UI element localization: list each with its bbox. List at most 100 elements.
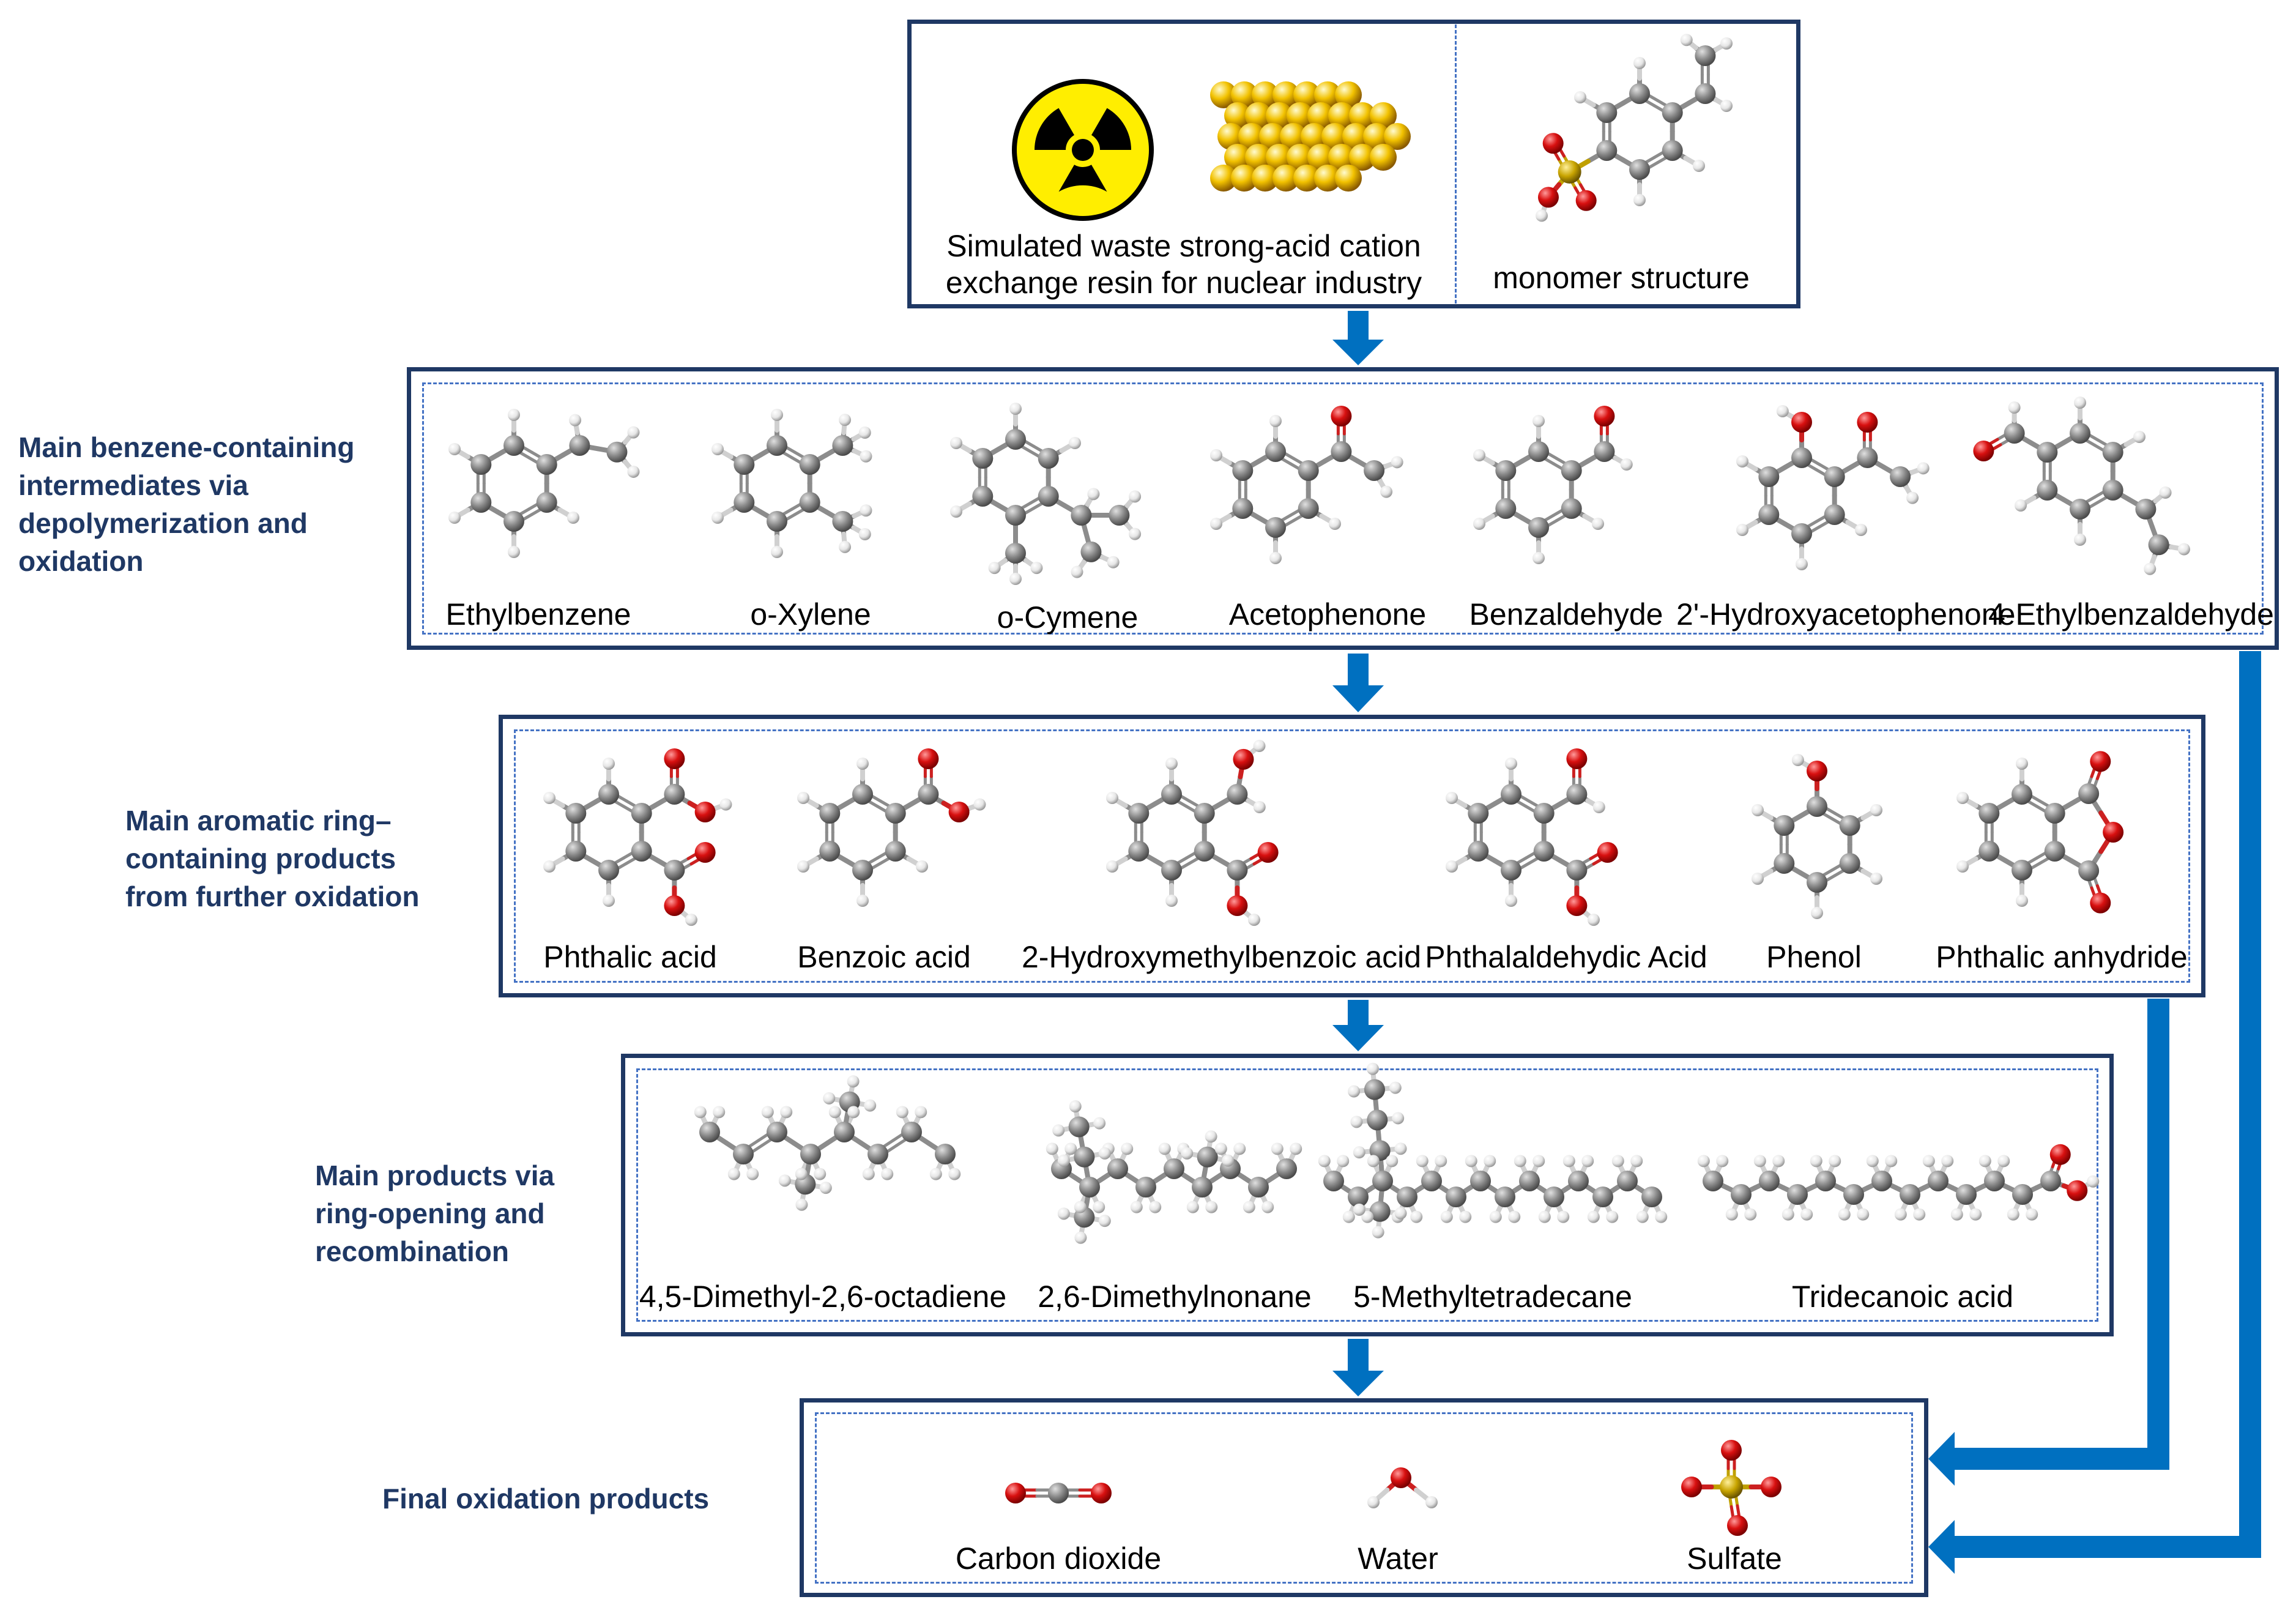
hydrogen-atom (2074, 397, 2086, 409)
hydrogen-atom (1581, 1155, 1594, 1168)
resin-bead (1252, 81, 1279, 108)
phthalaldehydic-acid-molecule (1446, 748, 1618, 926)
resin-bead (1287, 144, 1313, 171)
resin-bead (1231, 165, 1258, 192)
resin-bead (1259, 123, 1286, 150)
hydrogen-atom (814, 1168, 827, 1180)
hydrogen-atom (1473, 449, 1486, 461)
acetophenone-molecule (1210, 406, 1403, 564)
carbon-atom (1978, 841, 2000, 862)
stage1-molecule-label: o-Cymene (997, 600, 1139, 635)
hydrogen-atom (713, 1106, 726, 1119)
carbon-atom (536, 492, 557, 513)
hydrogen-atom (1446, 792, 1458, 804)
hydrogen-atom (1046, 1142, 1058, 1155)
hydrogen-atom (1269, 552, 1282, 564)
oxygen-atom (1566, 895, 1588, 916)
carbon-atom (1695, 45, 1716, 66)
phenol-molecule (1752, 754, 1882, 919)
hydrogen-atom (847, 1075, 860, 1088)
resin-bead (1314, 165, 1341, 192)
carbon-atom (2040, 1171, 2061, 1191)
hydrogen-atom (1391, 456, 1403, 469)
hydrogen-atom (1636, 1210, 1649, 1223)
hydrogen-atom (1870, 873, 1882, 885)
hydrogen-atom (1611, 1155, 1624, 1168)
hydrogen-atom (1210, 449, 1223, 461)
hydrogen-atom (1030, 562, 1043, 575)
hydrogen-atom (694, 1106, 707, 1119)
hydrogen-atom (1353, 1203, 1365, 1216)
hydrogen-atom (1591, 518, 1604, 530)
hydrogen-atom (1533, 415, 1545, 427)
stage3-molecule-label: 4,5-Dimethyl-2,6-octadiene (639, 1280, 1007, 1314)
carbon-atom (1470, 1171, 1491, 1191)
stage2-molecule-label: Phenol (1766, 940, 1862, 974)
resin-bead (1307, 144, 1334, 171)
hydrogen-atom (858, 528, 871, 540)
stage2-inner (514, 729, 2190, 983)
hydrogen-atom (1009, 403, 1022, 415)
hydrogen-atom (2087, 1175, 2100, 1188)
oxygen-atom (1973, 441, 1994, 461)
hydrogen-atom (508, 546, 520, 558)
resin-bead (1293, 165, 1320, 192)
hydrogen-atom (1917, 462, 1930, 475)
carbon-atom (1071, 505, 1092, 526)
carbon-atom (885, 803, 906, 824)
hydrogen-atom (2074, 534, 2086, 546)
hydrogen-atom (1214, 1142, 1227, 1155)
carbon-atom (1128, 803, 1150, 824)
hydrogen-atom (1720, 100, 1733, 112)
hydrogen-atom (1342, 1210, 1355, 1223)
hydrogen-atom (1744, 1208, 1757, 1221)
resin-bead (1314, 81, 1341, 108)
carbon-atom (2037, 442, 2058, 463)
carbon-atom (1080, 541, 1102, 562)
hydrogen-atom (2133, 431, 2146, 443)
carbon-atom (1232, 498, 1254, 519)
carbon-atom (733, 1144, 754, 1164)
hydrogen-atom (1574, 91, 1587, 103)
hydrogen-atom (1752, 873, 1764, 885)
carbon-atom (1695, 83, 1716, 104)
hydrogen-atom (860, 504, 872, 517)
dimethyloctadiene-molecule (694, 1075, 961, 1211)
oxygen-atom (2090, 892, 2111, 914)
carbon-atom (1984, 1171, 2005, 1191)
hydrogen-atom (711, 443, 724, 455)
resin-bead (1293, 81, 1320, 108)
hydrogen-atom (1386, 1155, 1399, 1168)
hydrogen-atom (1655, 1210, 1668, 1223)
hydrogen-atom (929, 1168, 942, 1180)
carbon-atom (1495, 498, 1517, 519)
hydrogen-atom (1811, 907, 1823, 919)
resin-bead (1307, 102, 1334, 129)
hydrogen-atom (1536, 209, 1548, 222)
hydrogen-atom (862, 1168, 875, 1180)
hydrogen-atom (1829, 1155, 1841, 1168)
oxygen-atom (1575, 190, 1597, 211)
hydrogen-atom (1800, 1208, 1813, 1221)
hydrogen-atom (1233, 1142, 1246, 1155)
stage2-molecule-label: 2-Hydroxymethylbenzoic acid (1022, 940, 1422, 974)
hydrogen-atom (685, 914, 697, 926)
oxygen-atom (1227, 895, 1248, 916)
hydrogen-atom (1318, 1155, 1331, 1168)
carbon-atom (832, 511, 853, 532)
phthalic-acid-molecule (543, 748, 732, 926)
hydrogen-atom (1394, 1142, 1407, 1155)
hydrogen-atom (1181, 1147, 1194, 1160)
hydrogen-atom (1425, 1496, 1438, 1508)
hydrogen-atom (1956, 792, 1969, 804)
hydrogen-atom (603, 895, 615, 907)
hydrogen-atom (746, 1168, 759, 1180)
hydrogen-atom (1473, 518, 1486, 530)
resin-bead (1363, 123, 1390, 150)
hydrogen-atom (1446, 860, 1458, 873)
resin-bead (1342, 123, 1369, 150)
hydrogen-atom (1697, 1155, 1710, 1168)
hydrogen-atom (2008, 401, 2021, 414)
hydrogen-atom (1894, 1208, 1907, 1221)
